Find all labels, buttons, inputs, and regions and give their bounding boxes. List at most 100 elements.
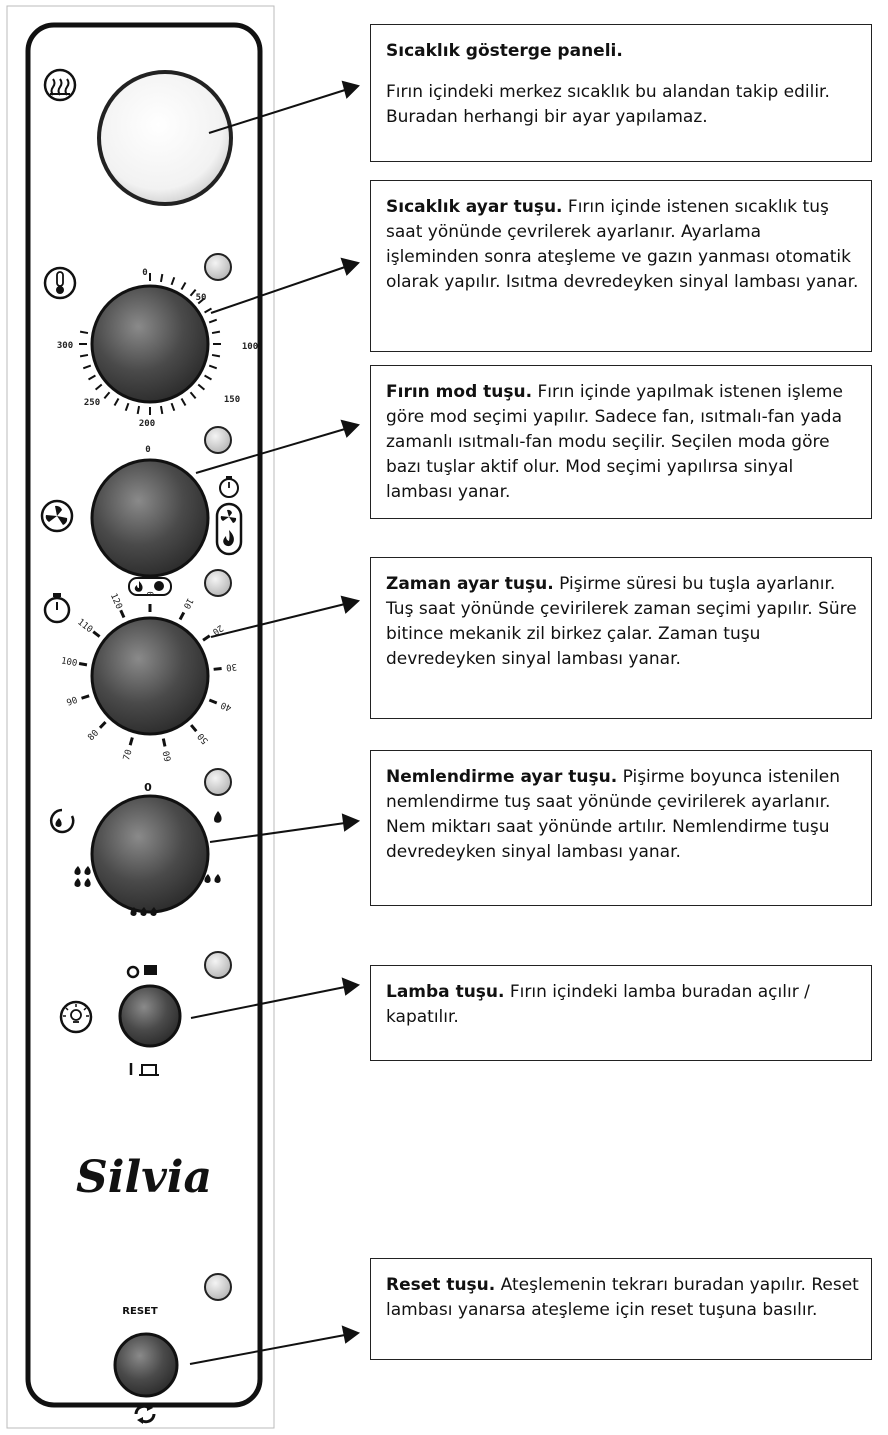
heat-icon: [43, 68, 77, 102]
temp-label-50: 50: [196, 293, 207, 303]
temp-scale-tick: [208, 364, 218, 370]
light-bulb-icon: [59, 1000, 93, 1034]
timer-scale-tick: [178, 611, 186, 621]
callout-mode-knob: Fırın mod tuşu. Fırın içinde yapılmak is…: [370, 365, 872, 519]
timer-scale-tick: [92, 630, 101, 638]
temperature-display: [97, 70, 233, 206]
humidity-knob[interactable]: [90, 794, 210, 914]
humidity-signal-lamp: [204, 768, 232, 796]
temp-scale-tick: [79, 353, 89, 358]
arrow-head-mode: [340, 419, 360, 438]
callout-body: Pişirme süresi bu tuşla ayarlanır. Tuş s…: [386, 574, 857, 669]
temp-label-250: 250: [84, 398, 100, 408]
temp-scale-tick: [204, 374, 212, 381]
temp-label-200: 200: [139, 419, 155, 429]
fan-heat-mode-icon: [215, 502, 243, 556]
temp-scale-tick: [208, 318, 218, 324]
temp-label-100: 100: [242, 342, 258, 352]
temp-scale-tick: [79, 330, 89, 335]
temp-scale-tick: [113, 398, 120, 406]
temp-scale-tick: [136, 405, 141, 415]
timer-scale-tick: [98, 720, 107, 729]
callout-temperature-display: Sıcaklık gösterge paneli. Fırın içindeki…: [370, 24, 872, 162]
callout-lamp-button: Lamba tuşu. Fırın içindeki lamba buradan…: [370, 965, 872, 1061]
callout-body: Pişirme boyunca istenilen nemlendirme tu…: [386, 767, 841, 862]
callout-timer-knob: Zaman ayar tuşu. Pişirme süresi bu tuşla…: [370, 557, 872, 719]
pointer-arrows: [189, 80, 361, 1365]
stopwatch-icon: [43, 593, 71, 624]
timer-scale-tick: [161, 738, 167, 747]
callout-title: Sıcaklık gösterge paneli.: [386, 41, 623, 61]
droplet-one-icon: [214, 811, 222, 823]
temp-scale-tick: [211, 353, 221, 358]
callout-body: Fırın içinde yapılmak istenen işleme gör…: [386, 382, 843, 502]
timer-scale-tick: [213, 666, 222, 671]
humid-label-0: 0: [144, 781, 152, 794]
arrow-head-display: [341, 80, 360, 99]
temperature-knob[interactable]: [90, 284, 210, 404]
temp-scale-tick: [211, 330, 221, 335]
timer-label-90: 90: [66, 696, 79, 709]
timer-scale-tick: [78, 662, 88, 667]
switch-on-symbol: [129, 1063, 159, 1076]
lamp-button[interactable]: [118, 984, 182, 1048]
temp-scale-tick: [159, 273, 164, 283]
mode-knob[interactable]: [90, 458, 210, 578]
temp-scale-tick: [180, 282, 187, 290]
temp-scale-tick: [204, 307, 212, 314]
refresh-icon: [134, 1404, 156, 1424]
timer-label-100: 100: [60, 656, 78, 669]
arrow-head-temp: [340, 257, 360, 276]
timer-label-10: 10: [181, 596, 195, 610]
timer-scale-tick: [202, 634, 211, 642]
droplet-four-icon: [74, 866, 91, 887]
callout-title: Lamba tuşu.: [386, 982, 505, 1002]
temp-scale-tick: [189, 391, 197, 400]
callout-title: Sıcaklık ayar tuşu.: [386, 197, 563, 217]
callout-title: Reset tuşu.: [386, 1275, 496, 1295]
temp-scale-tick: [189, 288, 197, 297]
callout-body: Ateşlemenin tekrarı buradan yapılır. Res…: [386, 1275, 859, 1320]
callout-title: Zaman ayar tuşu.: [386, 574, 554, 594]
arrow-head-lamp: [341, 977, 361, 996]
timer-dial-scale: [78, 604, 222, 747]
reset-label: RESET: [122, 1306, 158, 1317]
timer-mode-icon: [219, 476, 239, 498]
brand-logo: Silvia: [76, 1152, 212, 1203]
callout-body: Fırın içindeki lamba buradan açılır / ka…: [386, 982, 810, 1027]
switch-off-symbol: [126, 965, 157, 979]
timer-label-60: 60: [162, 750, 174, 763]
droplet-two-icon: [204, 874, 221, 883]
heating-signal-lamp: [204, 253, 232, 281]
temperature-dial-scale: [79, 273, 221, 415]
timer-scale-tick: [128, 737, 134, 746]
timer-scale-tick: [81, 694, 90, 700]
temp-scale-tick: [103, 391, 111, 400]
heat-fan-mode-icon: [128, 577, 172, 596]
callout-title: Nemlendirme ayar tuşu.: [386, 767, 618, 787]
timer-label-70: 70: [122, 749, 135, 762]
temp-scale-tick: [170, 402, 176, 412]
steam-icon: [49, 808, 75, 834]
arrow-head-timer: [340, 595, 361, 614]
callout-body: Fırın içindeki merkez sıcaklık bu alanda…: [386, 82, 830, 127]
lamp-indicator: [204, 951, 232, 979]
callout-title: Fırın mod tuşu.: [386, 382, 533, 402]
callout-temperature-knob: Sıcaklık ayar tuşu. Fırın içinde istenen…: [370, 180, 872, 352]
timer-label-0: 0: [144, 591, 154, 596]
droplet-three-icon: [130, 907, 157, 916]
fan-icon: [40, 499, 74, 533]
temp-scale-tick: [170, 276, 176, 286]
arrow-head-reset: [341, 1325, 361, 1344]
reset-button[interactable]: [113, 1332, 179, 1398]
timer-knob[interactable]: [90, 616, 210, 736]
temp-scale-tick: [197, 297, 206, 305]
mode-label-0: 0: [145, 445, 150, 455]
callout-reset-button: Reset tuşu. Ateşlemenin tekrarı buradan …: [370, 1258, 872, 1360]
timer-label-30: 30: [226, 661, 238, 672]
temp-scale-tick: [94, 383, 103, 391]
temp-label-300: 300: [57, 341, 73, 351]
timer-scale-tick: [119, 609, 126, 619]
thermometer-icon: [43, 266, 77, 300]
